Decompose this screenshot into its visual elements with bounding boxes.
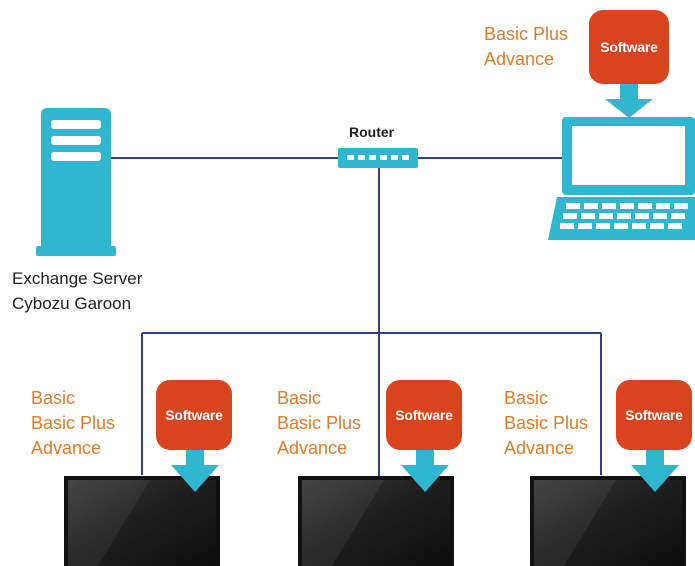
laptop-icon xyxy=(548,117,695,240)
display-1-edition-2: Basic Plus xyxy=(31,413,116,433)
display-panel-icon xyxy=(298,476,454,566)
server-label-line-2: Cybozu Garoon xyxy=(12,294,132,313)
display-panel-icon xyxy=(530,476,686,566)
display-1-software-badge: Software xyxy=(156,380,232,450)
display-2-software-badge: Software xyxy=(386,380,462,450)
display-1-edition-3: Advance xyxy=(31,438,102,458)
display-panel-icon xyxy=(64,476,220,566)
display-3-edition-2: Basic Plus xyxy=(504,413,589,433)
laptop-edition-1: Basic Plus xyxy=(484,24,569,44)
display-1-edition-1: Basic xyxy=(31,388,76,408)
display-1-down-arrow-icon xyxy=(171,448,219,492)
network-lines xyxy=(110,157,602,480)
display-2-down-arrow-icon xyxy=(401,448,449,492)
display-2-edition-3: Advance xyxy=(277,438,348,458)
display-3-software-badge: Software xyxy=(616,380,692,450)
laptop-software-badge: Software xyxy=(589,10,669,84)
display-2-editions: Basic Basic Plus Advance xyxy=(277,386,361,461)
display-2-edition-1: Basic xyxy=(277,388,322,408)
display-3-editions: Basic Basic Plus Advance xyxy=(504,386,588,461)
display-3-down-arrow-icon xyxy=(631,448,679,492)
laptop-edition-2: Advance xyxy=(484,49,555,69)
server-label: Exchange Server Cybozu Garoon xyxy=(12,266,142,316)
laptop-down-arrow-icon xyxy=(605,82,653,118)
laptop-editions: Basic Plus Advance xyxy=(484,22,568,72)
server-tower-icon xyxy=(36,108,116,256)
router-switch-icon xyxy=(338,148,418,168)
display-3-edition-1: Basic xyxy=(504,388,549,408)
display-2-edition-2: Basic Plus xyxy=(277,413,362,433)
router-label: Router xyxy=(349,124,395,140)
display-3-edition-3: Advance xyxy=(504,438,575,458)
server-label-line-1: Exchange Server xyxy=(12,269,143,288)
display-1-editions: Basic Basic Plus Advance xyxy=(31,386,115,461)
